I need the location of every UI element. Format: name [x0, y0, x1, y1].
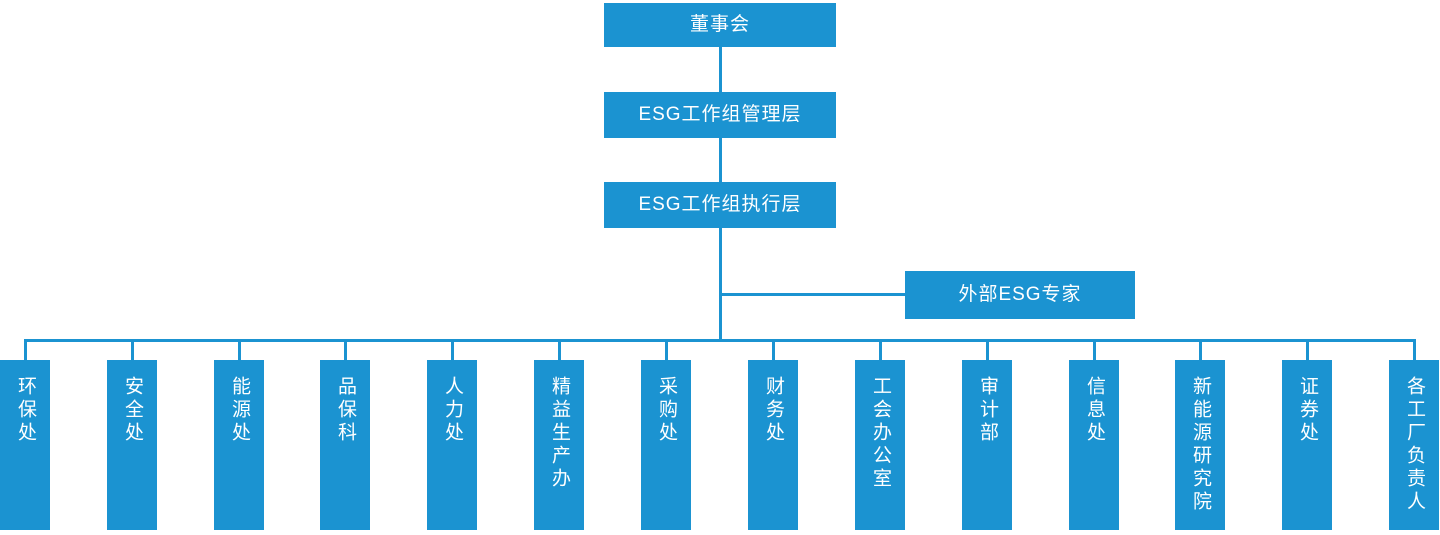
connector-tick-dept-12: [1198, 339, 1202, 360]
connector-tick-dept-7: [664, 339, 668, 360]
connector-external-experts-branch: [720, 293, 905, 296]
connector-board-to-management: [718, 47, 722, 92]
dept-node-safety: 安全处: [107, 360, 157, 530]
dept-node-procurement: 采购处: [641, 360, 691, 530]
node-board: 董事会: [604, 3, 836, 47]
connector-distribution-bus: [23, 339, 1415, 342]
connector-tick-dept-1: [23, 339, 27, 360]
dept-node-finance: 财务处: [748, 360, 798, 530]
dept-node-lean-production: 精益生产办: [534, 360, 584, 530]
connector-tick-dept-4: [343, 339, 347, 360]
connector-tick-dept-13: [1305, 339, 1309, 360]
connector-tick-dept-8: [771, 339, 775, 360]
connector-tick-dept-11: [1092, 339, 1096, 360]
connector-tick-dept-5: [450, 339, 454, 360]
dept-node-union-office: 工会办公室: [855, 360, 905, 530]
dept-node-audit: 审计部: [962, 360, 1012, 530]
dept-node-human-resources: 人力处: [427, 360, 477, 530]
dept-node-securities: 证券处: [1282, 360, 1332, 530]
dept-node-energy: 能源处: [214, 360, 264, 530]
connector-tick-dept-14: [1412, 339, 1416, 360]
connector-execution-stem: [718, 228, 722, 342]
dept-node-quality-assurance: 品保科: [320, 360, 370, 530]
connector-management-to-execution: [718, 138, 722, 182]
connector-tick-dept-9: [878, 339, 882, 360]
dept-node-information: 信息处: [1069, 360, 1119, 530]
dept-node-environmental-protection: 环保处: [0, 360, 50, 530]
node-external-esg-experts: 外部ESG专家: [905, 271, 1135, 319]
dept-node-factory-heads: 各工厂负责人: [1389, 360, 1439, 530]
node-esg-management: ESG工作组管理层: [604, 92, 836, 138]
node-esg-execution: ESG工作组执行层: [604, 182, 836, 228]
dept-node-new-energy-research: 新能源研究院: [1175, 360, 1225, 530]
connector-tick-dept-3: [237, 339, 241, 360]
connector-tick-dept-2: [130, 339, 134, 360]
connector-tick-dept-10: [985, 339, 989, 360]
connector-tick-dept-6: [557, 339, 561, 360]
